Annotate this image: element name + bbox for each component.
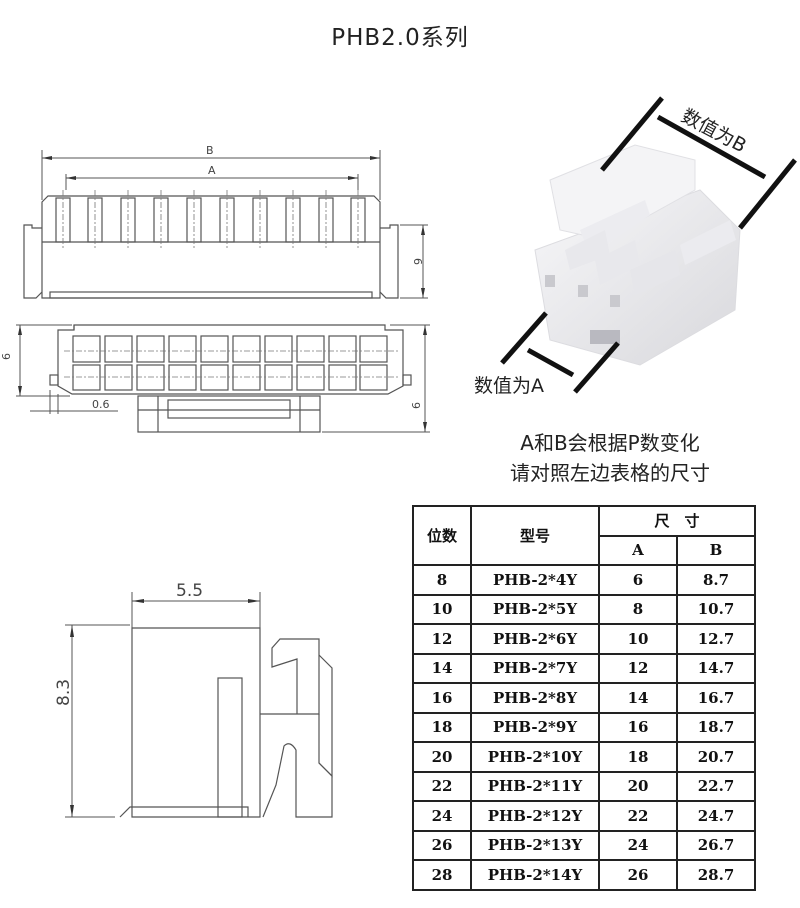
cell-positions: 18 bbox=[412, 711, 472, 743]
cell-b: 20.7 bbox=[676, 741, 756, 773]
cell-b: 22.7 bbox=[676, 770, 756, 802]
cell-model: PHB-2*14Y bbox=[470, 859, 600, 891]
cell-a: 8 bbox=[598, 593, 678, 625]
header-a: A bbox=[598, 534, 678, 566]
cell-positions: 20 bbox=[412, 741, 472, 773]
cell-positions: 22 bbox=[412, 770, 472, 802]
cell-b: 8.7 bbox=[676, 564, 756, 596]
dim-label-offset: 0.6 bbox=[92, 398, 110, 411]
cell-a: 22 bbox=[598, 800, 678, 832]
cell-positions: 24 bbox=[412, 800, 472, 832]
cell-b: 14.7 bbox=[676, 652, 756, 684]
table-header-row: 位数 型号 尺 寸 bbox=[412, 505, 756, 566]
cell-model: PHB-2*8Y bbox=[470, 682, 600, 714]
cell-a: 16 bbox=[598, 711, 678, 743]
cell-model: PHB-2*11Y bbox=[470, 770, 600, 802]
header-model: 型号 bbox=[470, 505, 600, 566]
cell-positions: 10 bbox=[412, 593, 472, 625]
table-subheader-row: A B bbox=[413, 534, 756, 566]
cell-a: 24 bbox=[598, 829, 678, 861]
size-note: A和B会根据P数变化 请对照左边表格的尺寸 bbox=[440, 428, 780, 488]
cell-b: 10.7 bbox=[676, 593, 756, 625]
cell-a: 6 bbox=[598, 564, 678, 596]
cell-b: 28.7 bbox=[676, 859, 756, 891]
cell-a: 10 bbox=[598, 623, 678, 655]
cell-a: 12 bbox=[598, 652, 678, 684]
cell-b: 26.7 bbox=[676, 829, 756, 861]
header-positions: 位数 bbox=[412, 505, 472, 566]
cell-positions: 28 bbox=[412, 859, 472, 891]
photo-label-a: 数值为A bbox=[474, 375, 544, 397]
cell-a: 14 bbox=[598, 682, 678, 714]
top-view-drawing: B A 6 bbox=[23, 144, 428, 299]
cell-a: 26 bbox=[598, 859, 678, 891]
cell-model: PHB-2*12Y bbox=[470, 800, 600, 832]
cell-model: PHB-2*9Y bbox=[470, 711, 600, 743]
dim-label-left-height: 6 bbox=[0, 353, 13, 360]
dim-label-width: 5.5 bbox=[176, 581, 203, 601]
cell-positions: 12 bbox=[412, 623, 472, 655]
cell-positions: 8 bbox=[412, 564, 472, 596]
pin-slots bbox=[55, 190, 366, 250]
cell-model: PHB-2*10Y bbox=[470, 741, 600, 773]
cell-model: PHB-2*4Y bbox=[470, 564, 600, 596]
cell-model: PHB-2*6Y bbox=[470, 623, 600, 655]
cell-b: 24.7 bbox=[676, 800, 756, 832]
cell-a: 20 bbox=[598, 770, 678, 802]
note-line-2: 请对照左边表格的尺寸 bbox=[510, 461, 710, 485]
dim-label-b: B bbox=[206, 144, 214, 157]
cavity-grid bbox=[64, 335, 398, 391]
cell-positions: 14 bbox=[412, 652, 472, 684]
cell-positions: 16 bbox=[412, 682, 472, 714]
dim-label-right-height: 9 bbox=[409, 402, 422, 409]
header-b: B bbox=[676, 534, 756, 566]
cell-positions: 26 bbox=[412, 829, 472, 861]
cell-b: 12.7 bbox=[676, 623, 756, 655]
dim-label-height: 8.3 bbox=[54, 679, 74, 706]
cell-b: 18.7 bbox=[676, 711, 756, 743]
cell-b: 16.7 bbox=[676, 682, 756, 714]
cell-model: PHB-2*13Y bbox=[470, 829, 600, 861]
header-size: 尺 寸 bbox=[598, 505, 756, 537]
cell-a: 18 bbox=[598, 741, 678, 773]
front-view-drawing: 6 0.6 9 bbox=[0, 324, 430, 433]
connector-photo: 数值为B 数值为A bbox=[474, 96, 797, 397]
cell-model: PHB-2*5Y bbox=[470, 593, 600, 625]
dim-label-height: 6 bbox=[411, 258, 424, 265]
dim-label-a: A bbox=[208, 164, 216, 177]
note-line-1: A和B会根据P数变化 bbox=[520, 431, 700, 455]
side-view-drawing: 5.5 8.3 bbox=[54, 581, 333, 818]
page-title: PHB2.0系列 bbox=[331, 25, 469, 51]
cell-model: PHB-2*7Y bbox=[470, 652, 600, 684]
